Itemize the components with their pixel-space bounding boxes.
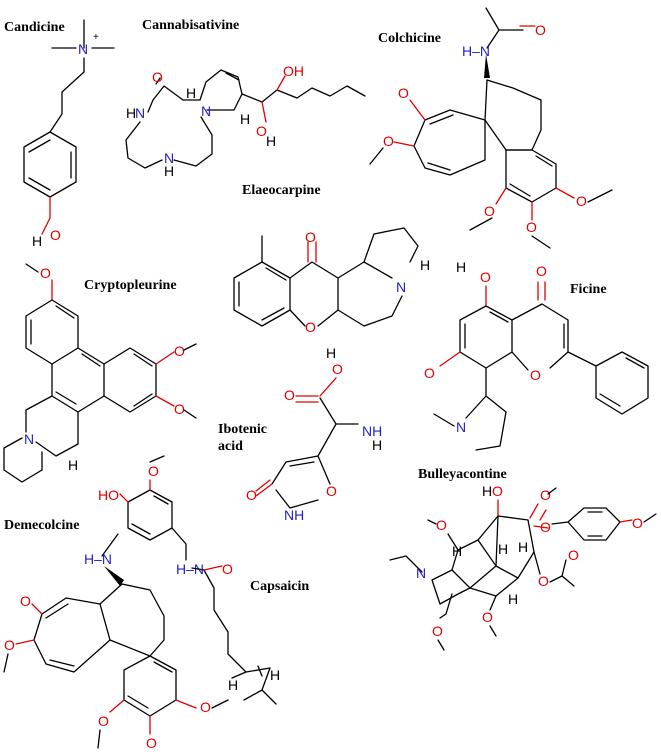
atom-label-h: H	[482, 483, 492, 499]
atom-label-h: H	[126, 105, 136, 121]
atom-label-h: H	[68, 457, 78, 473]
colchicine-structure: Colchicine O H–N O O O O O	[369, 7, 613, 249]
atom-label-o: O	[436, 517, 447, 533]
capsaicin-structure: Capsaicin HO O H–N O H H	[98, 455, 309, 705]
atom-label-oh: OH	[283, 63, 304, 79]
atom-label-o: O	[484, 203, 495, 219]
atom-label-h: H	[186, 85, 196, 101]
atom-label-o: O	[530, 367, 541, 383]
compound-title-ibotenic: Ibotenic	[218, 422, 267, 437]
atom-label-h: H	[266, 133, 276, 149]
atom-label-o: O	[326, 483, 337, 499]
atom-label-ho: HO	[98, 487, 119, 503]
atom-label-o: O	[424, 365, 435, 381]
atom-label-o: O	[200, 699, 211, 715]
atom-label-h: H	[326, 345, 336, 361]
atom-label-o: O	[246, 487, 257, 503]
atom-label-o: O	[540, 487, 551, 503]
atom-label-o: O	[432, 623, 443, 639]
atom-label-o: O	[148, 463, 159, 479]
atom-label-n: N	[164, 150, 174, 166]
atom-label-h: H	[164, 163, 174, 179]
atom-label-o: O	[152, 69, 163, 85]
atom-label-o: O	[536, 263, 547, 279]
atom-label-hn: H–N	[84, 551, 112, 567]
atom-label-n: N	[416, 565, 426, 581]
compound-title-acid: acid	[218, 439, 243, 454]
candicine-structure: Candicine N + O H	[4, 19, 115, 249]
atom-label-o: O	[20, 593, 31, 609]
atom-label-o: O	[576, 193, 587, 209]
atom-label-h: H	[270, 667, 280, 683]
compound-title-capsaicin: Capsaicin	[250, 579, 309, 594]
atom-label-h: H	[240, 111, 250, 127]
compound-title-ficine: Ficine	[570, 282, 607, 297]
atom-label-o: O	[538, 573, 549, 589]
compound-title-cannabisativine: Cannabisativine	[142, 18, 239, 33]
atom-label-o: O	[256, 123, 267, 139]
atom-label-o: O	[50, 227, 61, 243]
atom-label-h: H	[420, 257, 430, 273]
atom-label-o: O	[305, 319, 316, 335]
atom-label-h: H	[508, 591, 518, 607]
atom-label-o: O	[284, 387, 295, 403]
atom-label-hn: H–N	[462, 43, 490, 59]
atom-label-h: H	[372, 437, 382, 453]
charge-plus: +	[93, 32, 99, 43]
cannabisativine-structure: Cannabisativine O N H N H N H H OH O H	[125, 18, 366, 179]
atom-label-o: O	[482, 609, 493, 625]
ibotenic-acid-structure: Ibotenic acid H O O NH H O O NH	[218, 345, 382, 523]
elaeocarpine-structure: Elaeocarpine O O N H	[233, 183, 430, 335]
atom-label-o: O	[40, 265, 51, 281]
atom-label-o: O	[146, 735, 157, 751]
compound-title-colchicine: Colchicine	[378, 31, 441, 46]
atom-label-o: O	[222, 561, 233, 577]
ficine-structure: Ficine H O O O O N	[424, 259, 649, 451]
atom-label-n: N	[201, 103, 211, 119]
atom-label-nh: NH	[284, 507, 304, 523]
atom-label-n: N	[24, 431, 34, 447]
compound-title-candicine: Candicine	[4, 20, 65, 35]
demecolcine-structure: Demecolcine H–N O O O O O	[3, 518, 229, 751]
atom-label-nh: NH	[362, 423, 382, 439]
atom-label-o: O	[332, 361, 343, 377]
atom-label-o: O	[4, 637, 15, 653]
atom-label-o: O	[383, 133, 394, 149]
atom-label-o: O	[526, 219, 537, 235]
atom-label-o: O	[305, 229, 316, 245]
atom-label-o: O	[174, 401, 185, 417]
atom-label-o: O	[174, 343, 185, 359]
compound-title-bulleyacontine: Bulleyacontine	[418, 467, 507, 482]
atom-label-nh: H–N	[176, 561, 204, 577]
atom-label-o: O	[540, 519, 551, 535]
atom-label-o: O	[98, 713, 109, 729]
compound-title-demecolcine: Demecolcine	[4, 518, 79, 533]
atom-label-n: N	[78, 41, 88, 57]
atom-label-n: N	[456, 419, 466, 435]
atom-label-h: H	[518, 539, 528, 555]
atom-label-o: O	[480, 269, 491, 285]
atom-label-h: H	[456, 259, 466, 275]
bulleyacontine-structure: Bulleyacontine H O O O O O H H H N O O O	[389, 467, 657, 651]
atom-label-o: O	[568, 547, 579, 563]
atom-label-h: H	[32, 233, 42, 249]
compound-title-cryptopleurine: Cryptopleurine	[84, 278, 177, 293]
atom-label-n: N	[396, 279, 406, 295]
atom-label-o: O	[535, 22, 546, 38]
atom-label-h: H	[498, 541, 508, 557]
atom-label-o: O	[492, 483, 503, 499]
compound-title-elaeocarpine: Elaeocarpine	[242, 183, 321, 198]
atom-label-h: H	[452, 543, 462, 559]
atom-label-h: H	[228, 677, 238, 693]
atom-label-o: O	[398, 85, 409, 101]
cryptopleurine-structure: Cryptopleurine O O O N H	[3, 263, 197, 483]
atom-label-o: O	[632, 515, 643, 531]
atom-label-n: N	[135, 105, 145, 121]
